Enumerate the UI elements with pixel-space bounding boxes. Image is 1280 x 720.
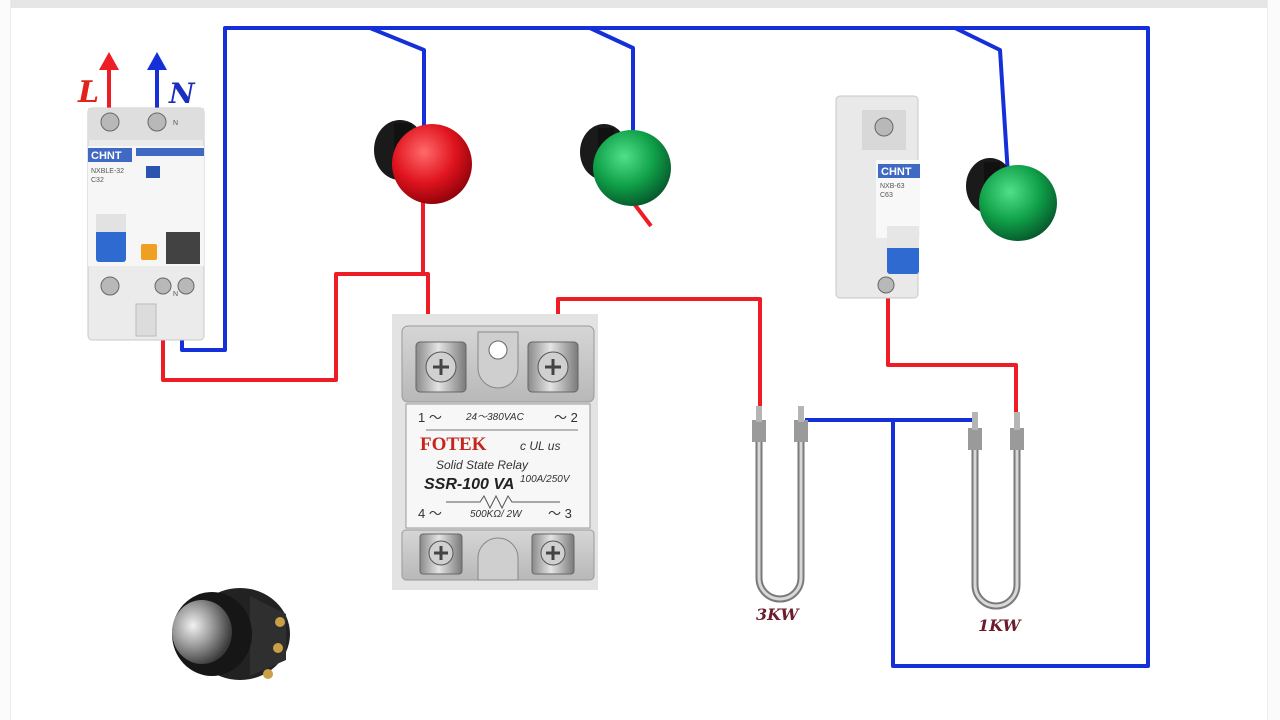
potentiometer-knob [172,588,290,680]
rcbo-top-terminal-n [147,112,167,132]
heater-element-1kw [968,412,1024,610]
rcbo-rating: C32 [91,177,104,184]
mcb-brand: CHNT [881,166,912,178]
heater-1kw-label: 1KW [978,616,1022,635]
mcb-bottom-terminal [877,276,895,294]
rcbo-bottom-terminal-left [100,276,120,296]
mcb-breaker: CHNT NXB-63 C63 [835,95,920,299]
ssr-terminal-2-label: ～ 2 [554,410,578,425]
green-lamp-1-live-stub [633,203,653,228]
ssr-brand: FOTEK [420,434,487,455]
ssr-terminal-4-label: 4 ～ [418,506,442,521]
rcbo-bottom-terminal-n [177,277,195,295]
ssr-model: SSR-100 VA [424,476,514,493]
ssr-ul-mark: c UL us [520,439,560,453]
ssr-terminal-1-label: 1 ～ [418,410,442,425]
neutral-label: N [168,77,196,110]
rcbo-brand: CHNT [91,150,122,162]
heater-3kw-label: 3KW [756,605,800,624]
green-lamp-1-neutral-wire [589,26,635,135]
green-indicator-lamp-2 [966,158,1057,241]
red-indicator-lamp [374,120,472,204]
ssr-input-range: 24～380VAC [465,412,525,423]
frame-top-bar [0,0,1280,8]
rcbo-test-button [141,244,157,260]
rcbo-bottom-terminal-l [154,277,172,295]
rcbo-top-n-mark: N [173,120,178,127]
rcbo-top-terminal-l [100,112,120,132]
rcbo-bottom-n-mark: N [173,291,178,298]
line-arrow-head [99,52,119,70]
rcbo-breaker: N CHNT NXBLE-32 C32 N [87,107,205,341]
frame-right-border [1267,0,1280,720]
ssr-label-panel [405,403,591,529]
blue-wires [155,26,1150,668]
frame-left-border [0,0,11,720]
line-feed-wire [161,272,430,382]
ssr-current-rating: 100A/250V [520,474,571,485]
rcbo-model: NXBLE-32 [91,168,124,175]
heater-element-3kw [752,406,808,603]
red-lamp-neutral-wire [369,26,426,128]
solid-state-relay: 1 ～ 24～380VAC ～ 2 FOTEK c UL us Solid St… [392,314,598,590]
neutral-bus-wire [180,26,1150,668]
green-lamp-2-neutral-wire [954,26,1010,176]
neutral-arrow-head [147,52,167,70]
green-indicator-lamp-1 [580,124,671,206]
mcb-top-terminal [874,117,894,137]
ssr-terminal-3-label: ～ 3 [548,506,572,521]
line-label: L [77,75,99,110]
ssr-pot-spec: 500KΩ/ 2W [470,509,523,520]
mcb-rating: C63 [880,192,893,199]
ssr-type: Solid State Relay [436,458,529,472]
mcb-output-wire [886,296,1018,420]
mcb-model: NXB-63 [880,183,905,190]
